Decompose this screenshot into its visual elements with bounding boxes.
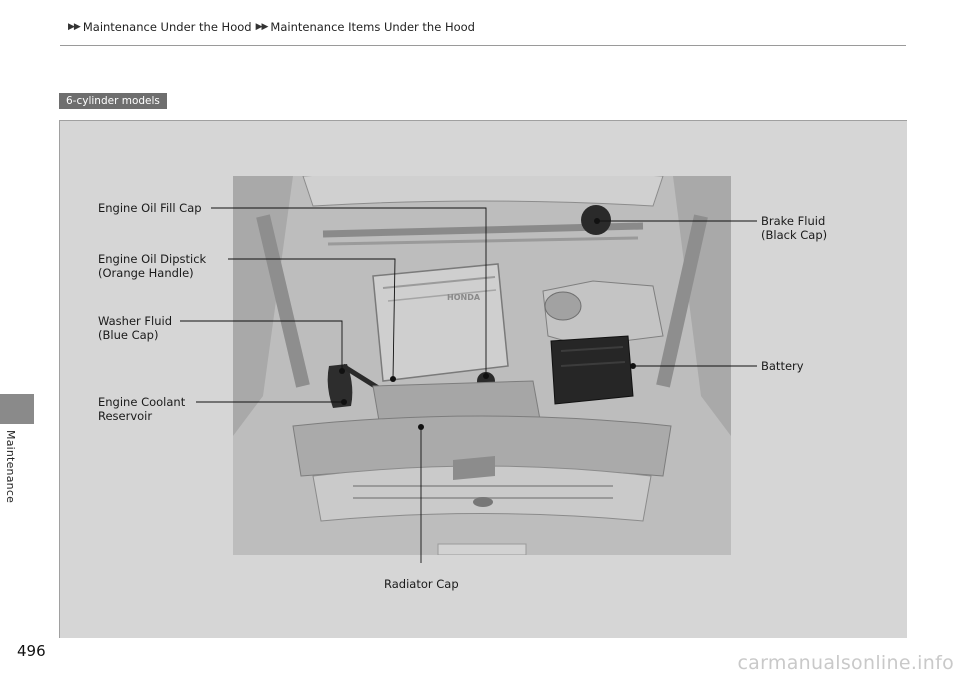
watermark: carmanualsonline.info — [737, 652, 954, 674]
callout-text: Battery — [761, 359, 804, 373]
model-tag: 6-cylinder models — [59, 93, 167, 109]
header-divider — [60, 45, 906, 46]
callout-text: Engine Oil Fill Cap — [98, 201, 202, 215]
section-label: Maintenance — [4, 430, 17, 504]
callout-radiator-cap: Radiator Cap — [384, 577, 459, 591]
engine-bay-illustration: HONDA — [233, 176, 731, 555]
breadcrumb-item-1[interactable]: Maintenance Under the Hood — [82, 20, 252, 34]
breadcrumb-arrow-icon: ▶▶ — [68, 22, 81, 32]
engine-bay-drawing: HONDA — [233, 176, 731, 555]
callout-text: Reservoir — [98, 409, 153, 423]
callout-text: Engine Oil Dipstick — [98, 252, 207, 266]
callout-text: (Orange Handle) — [98, 266, 194, 280]
callout-engine-oil-fill-cap: Engine Oil Fill Cap — [98, 201, 202, 215]
callout-text: (Blue Cap) — [98, 328, 159, 342]
callout-battery: Battery — [761, 359, 804, 373]
callout-washer-fluid: Washer Fluid (Blue Cap) — [98, 314, 172, 342]
callout-text: Brake Fluid — [761, 214, 826, 228]
section-tab-marker — [0, 394, 34, 424]
breadcrumb-item-2[interactable]: Maintenance Items Under the Hood — [270, 20, 475, 34]
callout-text: (Black Cap) — [761, 228, 828, 242]
page-number: 496 — [17, 642, 46, 660]
breadcrumb: ▶▶ Maintenance Under the Hood ▶▶ Mainten… — [68, 20, 475, 34]
callout-engine-oil-dipstick: Engine Oil Dipstick (Orange Handle) — [98, 252, 206, 280]
callout-text: Engine Coolant — [98, 395, 186, 409]
callout-text: Washer Fluid — [98, 314, 173, 328]
callout-text: Radiator Cap — [384, 577, 459, 591]
callout-engine-coolant-reservoir: Engine Coolant Reservoir — [98, 395, 185, 423]
engine-cover-brand: HONDA — [447, 293, 481, 302]
breadcrumb-arrow-icon: ▶▶ — [255, 22, 269, 32]
callout-brake-fluid: Brake Fluid (Black Cap) — [761, 214, 827, 242]
